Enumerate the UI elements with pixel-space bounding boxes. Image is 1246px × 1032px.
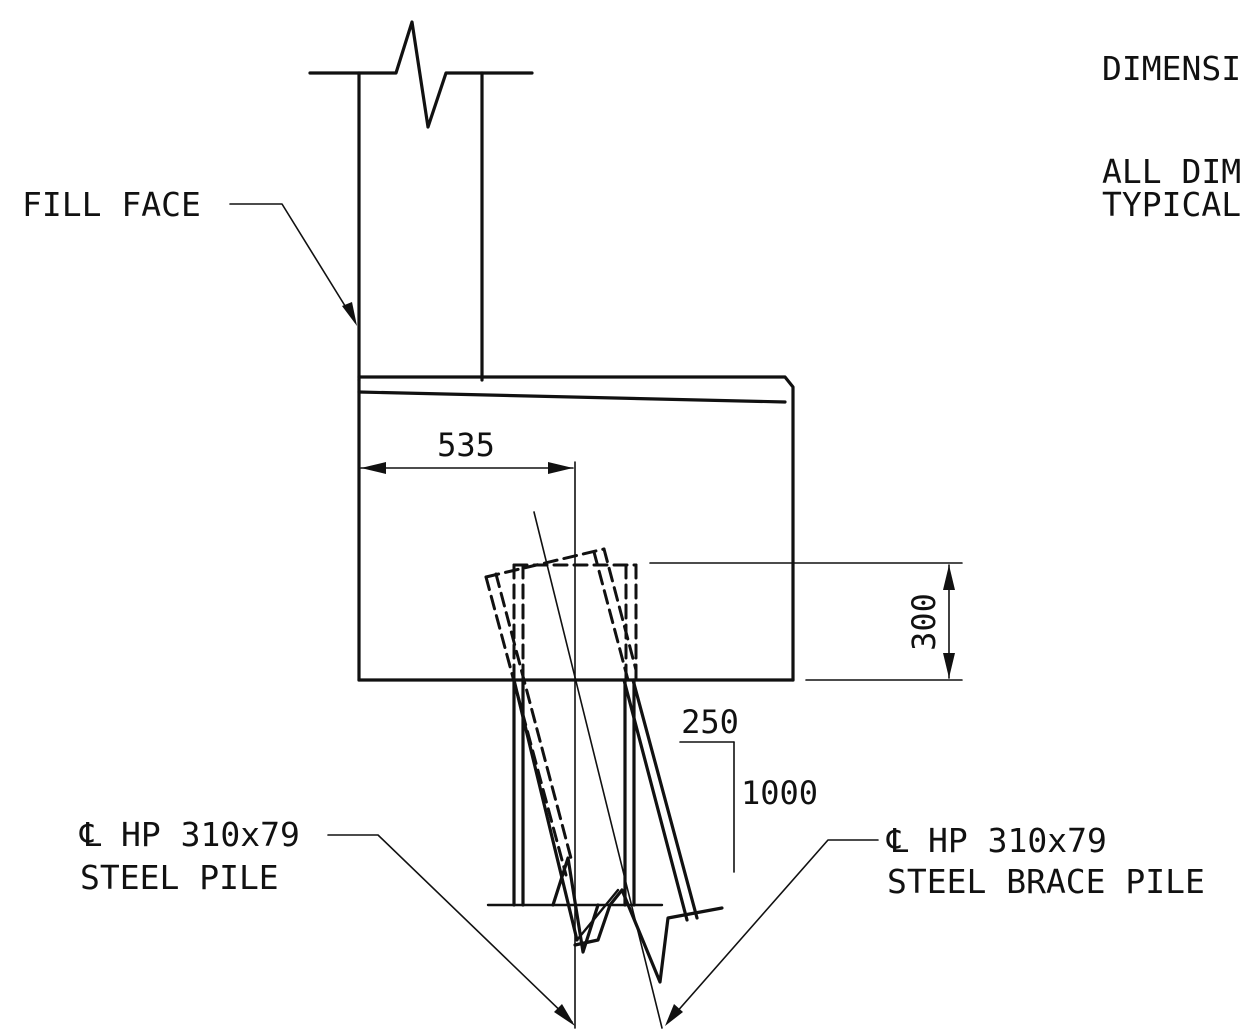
pile-cap-top-line [357, 390, 787, 404]
dimension-535: 535 [360, 426, 574, 474]
dimension-535-text: 535 [437, 426, 495, 464]
embedded-pile-dashed [484, 547, 638, 877]
note-dimensions: DIMENSI [1102, 49, 1241, 88]
dimension-535-arrow-right [548, 462, 573, 474]
brace-pile-flange-2 [622, 678, 689, 922]
steel-pile-arrowhead [554, 1004, 575, 1026]
brace-pile-label-line1: ℄ HP 310x79 [886, 821, 1107, 860]
steel-pile-callout: ℄ HP 310x79 STEEL PILE [79, 815, 575, 1026]
fill-face-arrowhead [342, 302, 357, 326]
note-all-dimensions-line1: ALL DIM [1102, 152, 1241, 191]
dashed-brace-pile-right-2 [602, 547, 638, 672]
fill-face-label: FILL FACE [22, 185, 201, 224]
brace-pile-arrowhead [665, 1004, 683, 1026]
slope-run-text: 250 [681, 703, 739, 741]
dashed-brace-pile-right-1 [592, 550, 630, 682]
wall-stem [308, 20, 534, 382]
dimension-300-arrow-top [943, 565, 955, 590]
brace-pile-centerline [533, 511, 663, 1029]
dashed-brace-pile-left-1 [484, 575, 568, 877]
fill-face-callout: FILL FACE [22, 185, 357, 326]
brace-pile-callout: ℄ HP 310x79 STEEL BRACE PILE [665, 821, 1205, 1026]
dimension-300: 300 [649, 562, 963, 681]
brace-pile-break-accent [575, 888, 620, 942]
pile-cap-top-slope [357, 375, 795, 682]
note-all-dimensions-line2: TYPICAL [1102, 185, 1241, 224]
steel-pile-label-line2: STEEL PILE [80, 858, 279, 897]
general-notes: DIMENSI ALL DIM TYPICAL [1102, 49, 1241, 224]
brace-pile-base-break [573, 888, 724, 984]
dimension-535-arrow-left [361, 462, 386, 474]
brace-pile-flange-3 [631, 678, 699, 920]
dimension-300-arrow-bottom [943, 653, 955, 678]
centerlines [533, 461, 663, 1029]
dashed-brace-pile-top [484, 547, 606, 579]
wall-break-line [308, 20, 534, 129]
pile-cap [357, 375, 795, 682]
steel-pile-leader [327, 834, 573, 1023]
steel-pile-label-line1: ℄ HP 310x79 [79, 815, 300, 854]
brace-pile-label-line2: STEEL BRACE PILE [887, 862, 1205, 901]
dimension-300-text: 300 [905, 593, 943, 651]
slope-rise-text: 1000 [741, 774, 818, 812]
fill-face-leader [229, 203, 356, 323]
brace-pile-leader [667, 839, 879, 1023]
slope-indicator: 250 1000 [679, 703, 818, 873]
dashed-brace-pile-left-2 [494, 572, 574, 864]
